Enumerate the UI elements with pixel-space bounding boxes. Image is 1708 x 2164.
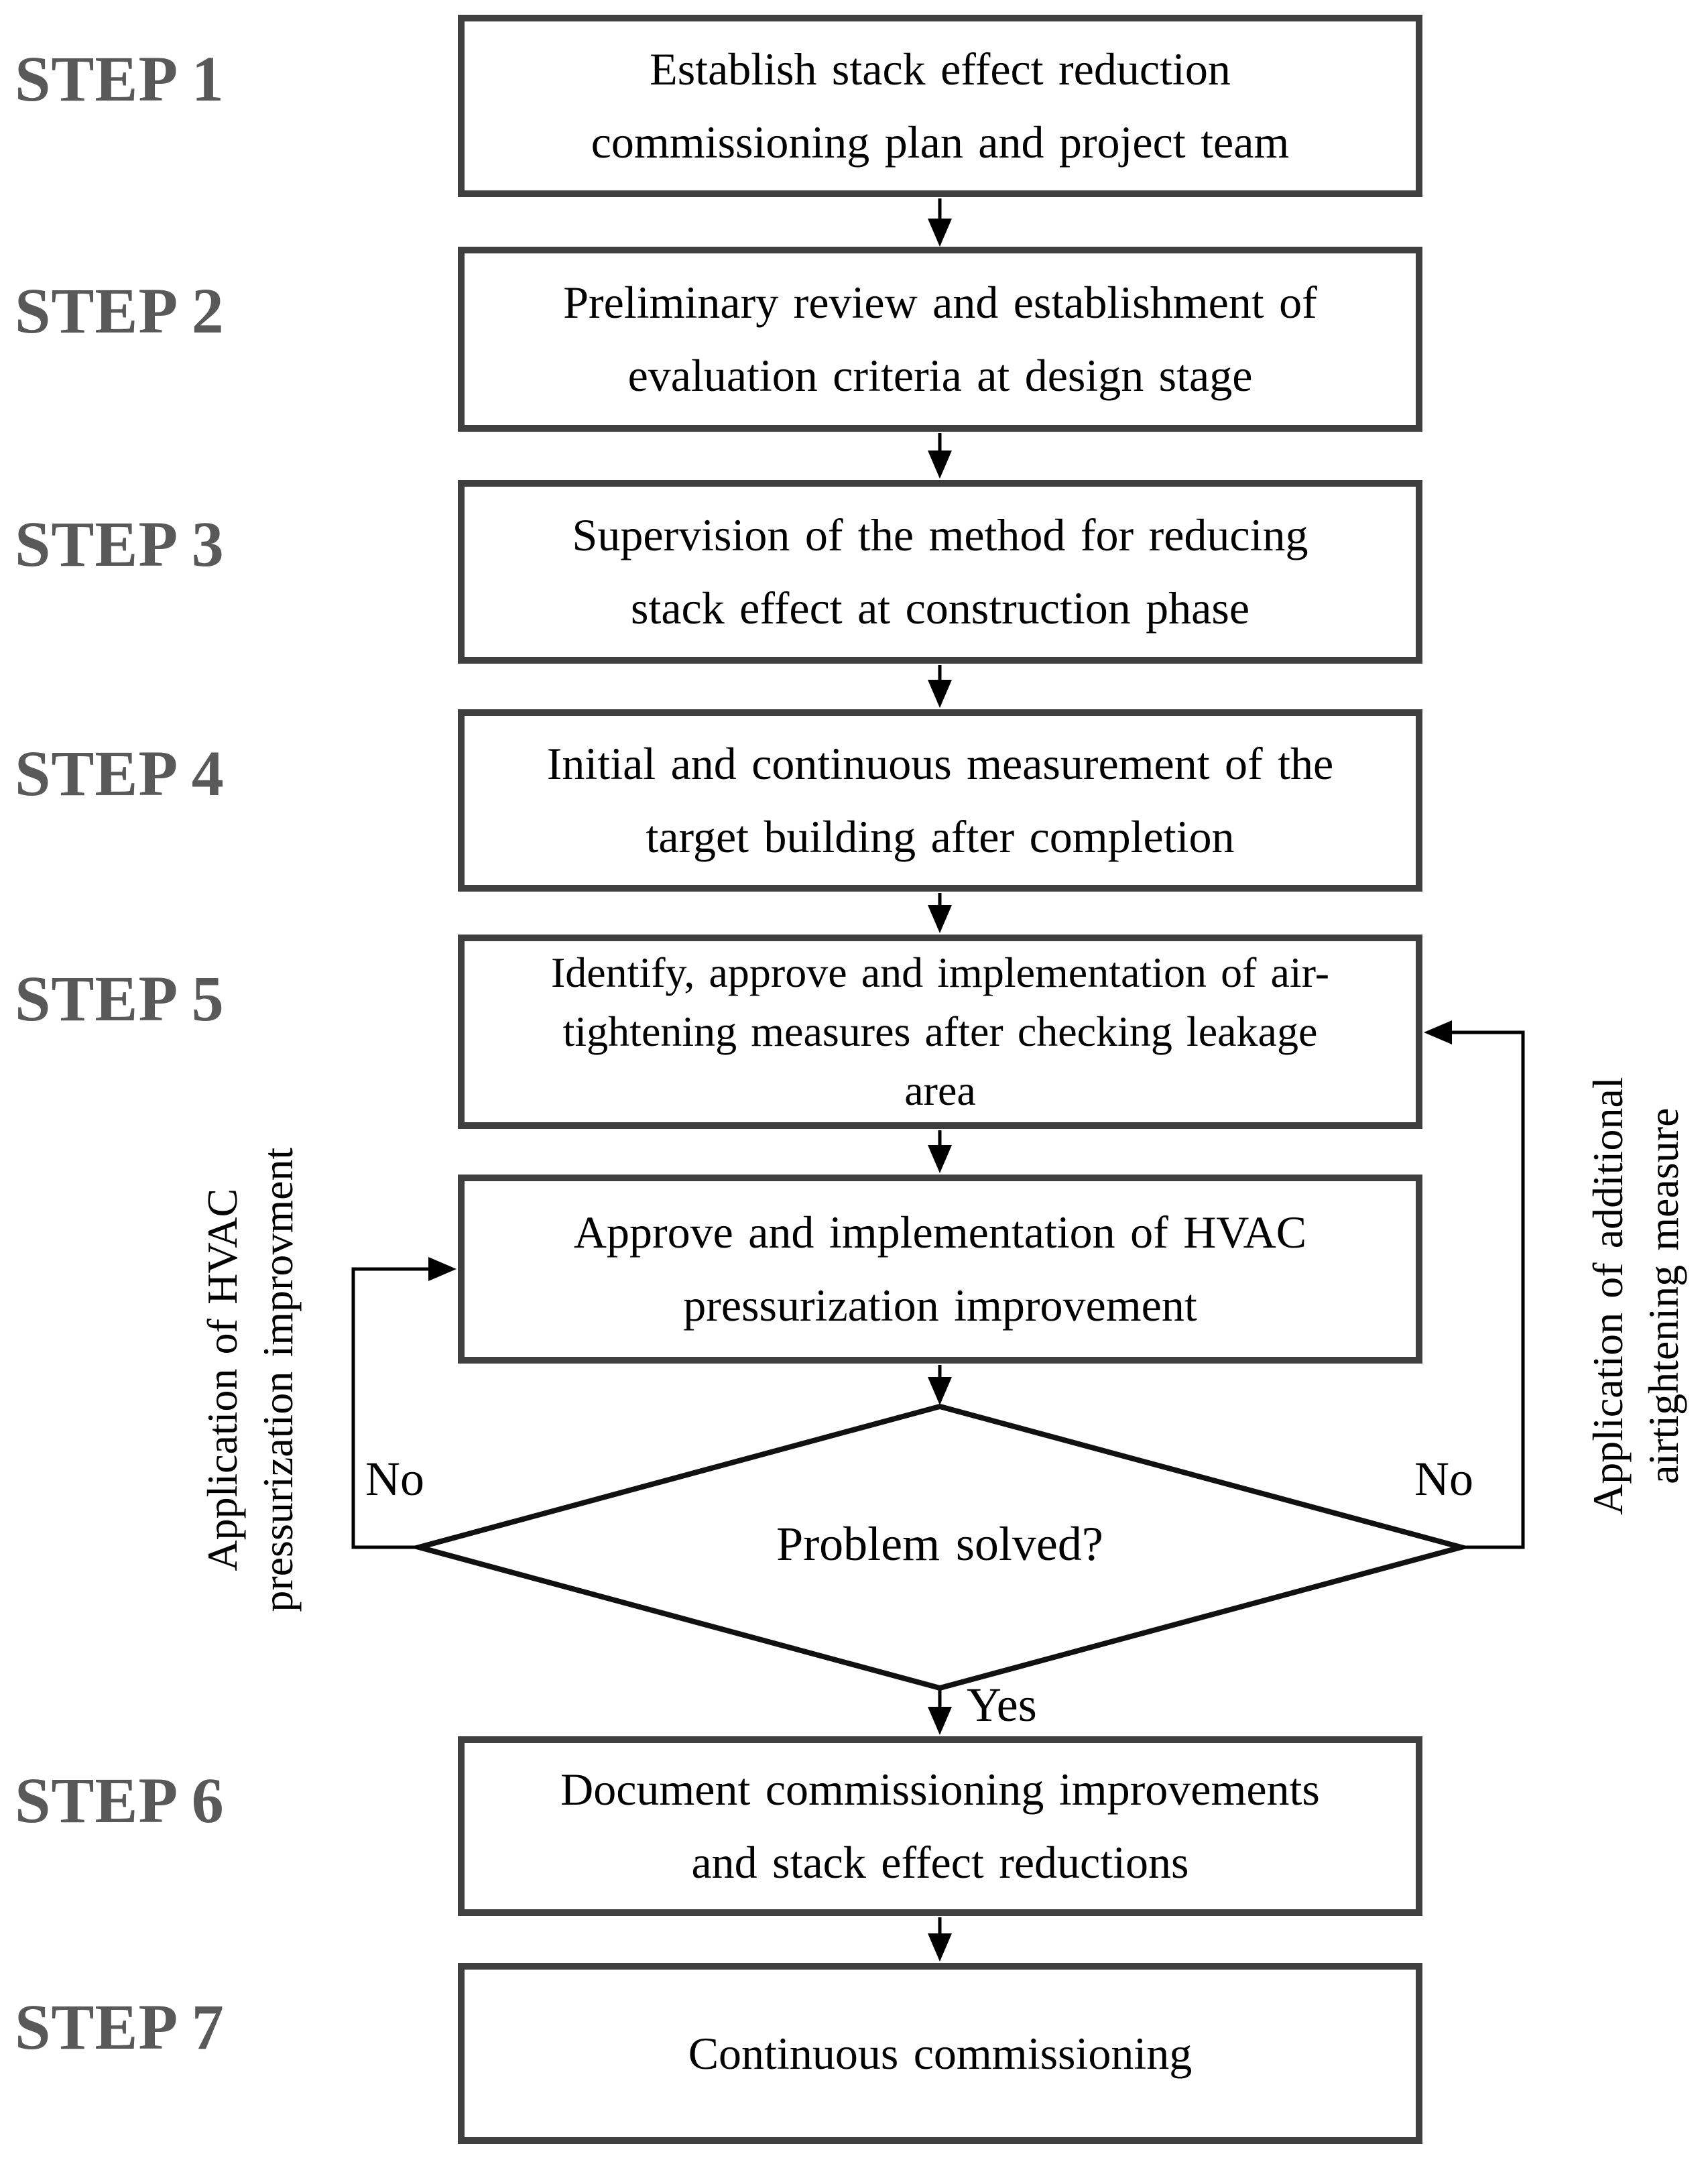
arrowhead-step5-hvac [928, 1145, 952, 1173]
step-label-4: STEP 4 [15, 737, 225, 809]
branch-label-no-left: No [365, 1452, 424, 1506]
arrowhead-hvac-decision [928, 1377, 952, 1405]
process-box-hvac-pressurization: Approve and implementation of HVAC press… [458, 1175, 1422, 1364]
feedback-line-left [351, 1267, 428, 1549]
arrowhead-decision-step6 [928, 1707, 952, 1735]
step-label-1: STEP 1 [15, 43, 225, 115]
arrowhead-step6-step7 [928, 1933, 952, 1962]
arrowhead-step1-step2 [928, 219, 952, 247]
side-label-additional-airtightening: Application of additional airtightening … [1583, 1077, 1687, 1516]
branch-label-yes: Yes [967, 1678, 1037, 1732]
process-box-initial-measurement: Initial and continuous measurement of th… [458, 709, 1422, 892]
process-box-airtightening-measures: Identify, approve and implementation of … [458, 935, 1422, 1129]
arrowhead-step3-step4 [928, 680, 952, 708]
feedback-arrowhead-right [1424, 1020, 1452, 1044]
process-box-continuous-commissioning: Continuous commissioning [458, 1963, 1422, 2144]
process-box-establish-plan: Establish stack effect reduction commiss… [458, 15, 1422, 197]
step-label-7: STEP 7 [15, 1991, 225, 2063]
process-box-preliminary-review: Preliminary review and establishment of … [458, 247, 1422, 432]
process-box-document-improvements: Document commissioning improvements and … [458, 1736, 1422, 1916]
step-label-3: STEP 3 [15, 508, 225, 580]
branch-label-no-right: No [1414, 1452, 1473, 1506]
process-box-supervision: Supervision of the method for reducing s… [458, 480, 1422, 664]
step-label-2: STEP 2 [15, 275, 225, 347]
arrowhead-step2-step3 [928, 450, 952, 479]
decision-question: Problem solved? [776, 1517, 1103, 1571]
side-label-hvac-pressurization: Application of HVAC pressurization impro… [198, 1147, 302, 1612]
arrowhead-step4-step5 [928, 905, 952, 933]
feedback-arrowhead-left [428, 1257, 456, 1281]
feedback-line-right [1452, 1030, 1525, 1549]
decision-diamond-shape [408, 1403, 1472, 1691]
step-label-5: STEP 5 [15, 963, 225, 1034]
step-label-6: STEP 6 [15, 1764, 225, 1836]
